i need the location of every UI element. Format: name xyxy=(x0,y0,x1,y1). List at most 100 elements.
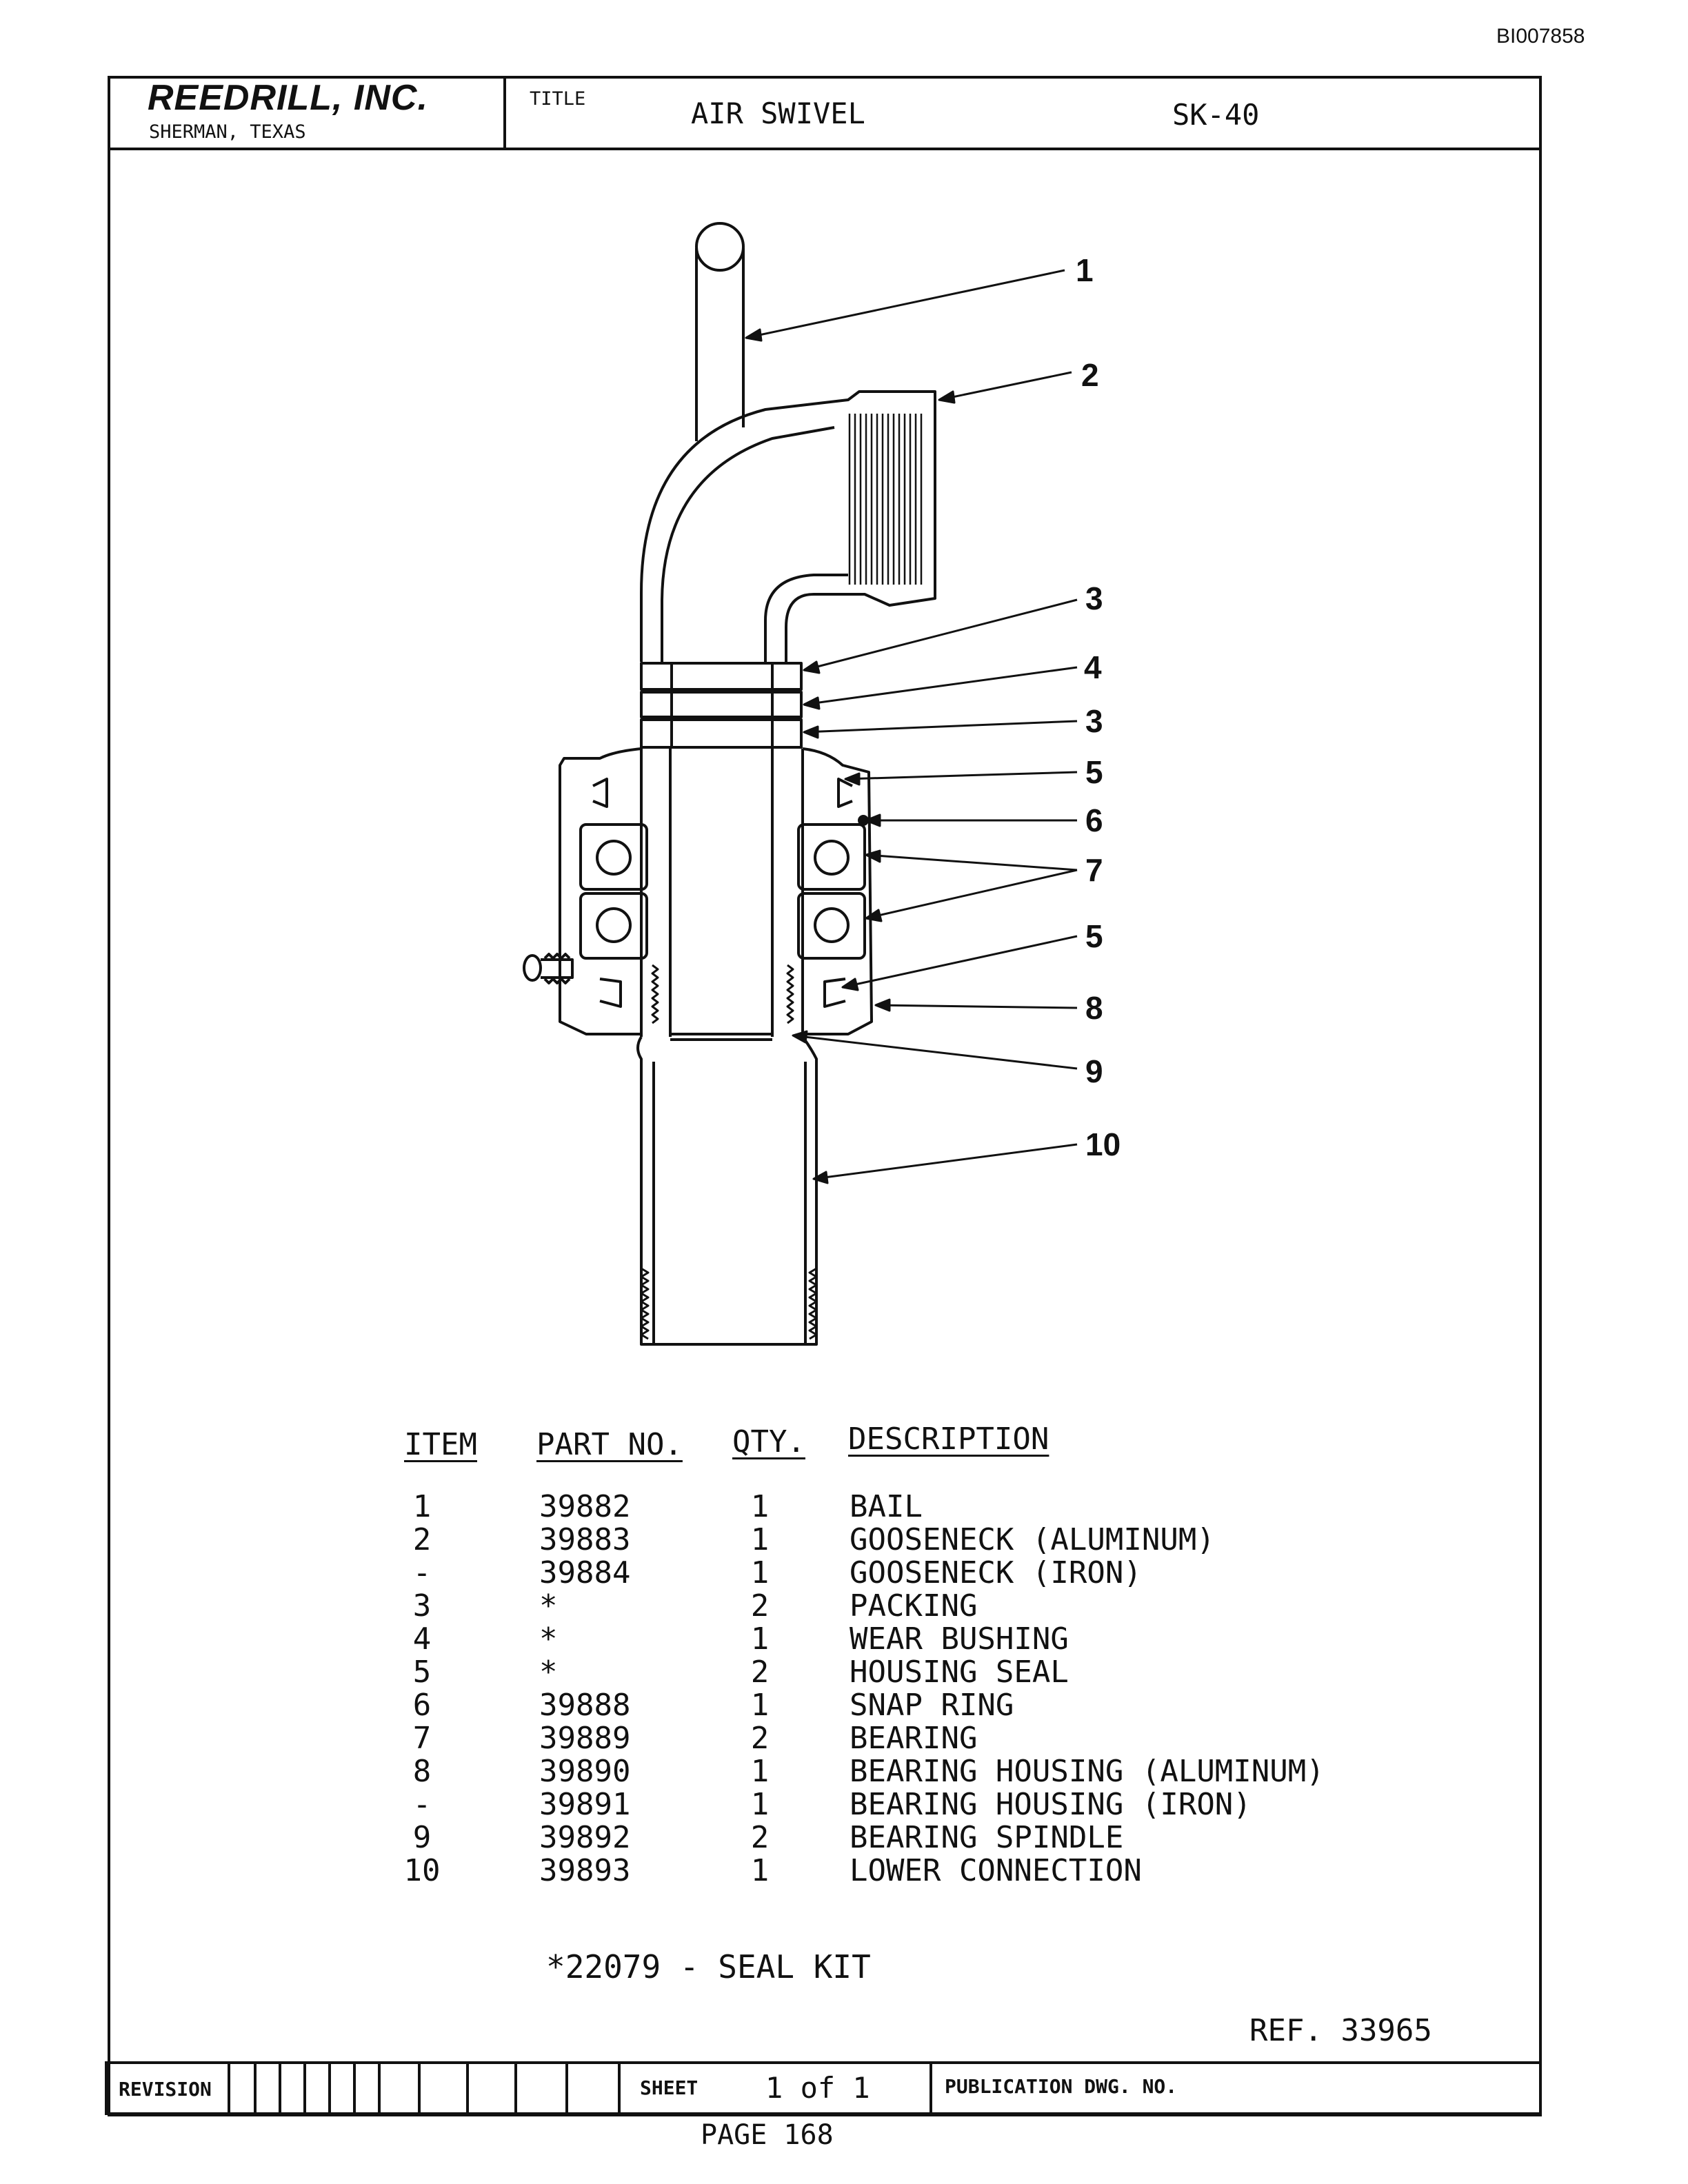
callout-6: 6 xyxy=(1085,802,1103,838)
cell-qty: 2 xyxy=(750,1721,770,1756)
revision-cell-divider xyxy=(565,2061,568,2115)
col-header-item: ITEM xyxy=(404,1427,477,1462)
cell-description: GOOSENECK (IRON) xyxy=(850,1555,1142,1590)
callout-4: 4 xyxy=(1084,649,1102,685)
cell-part-no: 39889 xyxy=(539,1721,631,1756)
cell-part-no: * xyxy=(539,1655,558,1690)
bearing-housing xyxy=(559,747,873,1035)
cell-description: LOWER CONNECTION xyxy=(850,1853,1142,1888)
cell-part-no: 39893 xyxy=(539,1853,631,1888)
cell-description: BEARING HOUSING (IRON) xyxy=(850,1787,1252,1822)
cell-qty: 1 xyxy=(750,1853,770,1888)
cell-item: 2 xyxy=(412,1522,432,1557)
callout-3a: 3 xyxy=(1085,580,1103,616)
cell-qty: 2 xyxy=(750,1655,770,1690)
revision-cell-divider xyxy=(378,2061,381,2115)
callout-1: 1 xyxy=(1076,252,1094,288)
callout-3b: 3 xyxy=(1085,703,1103,739)
cell-description: PACKING xyxy=(850,1588,978,1624)
revision-cell-divider xyxy=(228,2061,230,2115)
callout-8: 8 xyxy=(1085,990,1103,1026)
col-header-description: DESCRIPTION xyxy=(848,1422,1049,1457)
cell-qty: 1 xyxy=(750,1688,770,1723)
cell-description: SNAP RING xyxy=(850,1688,1014,1723)
callout-9: 9 xyxy=(1085,1053,1103,1089)
revision-cell-divider xyxy=(303,2061,306,2115)
lower-connection xyxy=(636,1035,818,1346)
cell-item: 10 xyxy=(403,1853,441,1888)
cell-part-no: 39892 xyxy=(539,1820,631,1855)
cell-part-no: 39883 xyxy=(539,1522,631,1557)
gooseneck xyxy=(640,390,936,662)
cell-item: 7 xyxy=(412,1721,432,1756)
bearing-spindle xyxy=(640,749,804,1041)
revision-strip xyxy=(105,2061,1542,2115)
publication-dwg-label: PUBLICATION DWG. NO. xyxy=(945,2075,1178,2098)
cell-part-no: 39890 xyxy=(539,1754,631,1789)
revision-cell-divider xyxy=(618,2061,621,2115)
grease-fitting xyxy=(523,953,574,984)
cell-qty: 1 xyxy=(750,1621,770,1657)
cell-qty: 1 xyxy=(750,1555,770,1590)
revision-cell-divider xyxy=(418,2061,421,2115)
cell-item: 8 xyxy=(412,1754,432,1789)
cell-description: BEARING HOUSING (ALUMINUM) xyxy=(850,1754,1325,1789)
leader-lines xyxy=(745,269,1078,1184)
cell-part-no: 39891 xyxy=(539,1787,631,1822)
cell-item: 1 xyxy=(412,1489,432,1524)
cell-part-no: 39884 xyxy=(539,1555,631,1590)
cell-qty: 1 xyxy=(750,1754,770,1789)
sheet-value: 1 of 1 xyxy=(765,2071,870,2105)
cell-description: BEARING xyxy=(850,1721,978,1756)
revision-cell-divider xyxy=(328,2061,331,2115)
page-number: PAGE 168 xyxy=(701,2119,834,2151)
col-header-part-no: PART NO. xyxy=(536,1427,683,1462)
revision-label: REVISION xyxy=(119,2078,212,2101)
cell-description: GOOSENECK (ALUMINUM) xyxy=(850,1522,1215,1557)
cell-description: HOUSING SEAL xyxy=(850,1655,1069,1690)
revision-cell-divider xyxy=(353,2061,356,2115)
cell-item: 6 xyxy=(412,1688,432,1723)
cell-item: - xyxy=(412,1555,432,1590)
title-label: TITLE xyxy=(530,88,586,110)
cell-qty: 1 xyxy=(750,1489,770,1524)
callout-7: 7 xyxy=(1085,852,1103,888)
sheet-label: SHEET xyxy=(640,2076,699,2099)
cell-part-no: * xyxy=(539,1621,558,1657)
cell-description: BEARING SPINDLE xyxy=(850,1820,1124,1855)
reference-number: REF. 33965 xyxy=(1249,2013,1432,2048)
drawing-frame xyxy=(108,76,1542,2116)
cell-item: 5 xyxy=(412,1655,432,1690)
col-header-qty: QTY. xyxy=(732,1424,805,1459)
cell-qty: 1 xyxy=(750,1522,770,1557)
company-name: REEDRILL, INC. xyxy=(148,78,428,118)
model-number: SK-40 xyxy=(1172,98,1260,132)
bail xyxy=(695,222,745,441)
cell-qty: 1 xyxy=(750,1787,770,1822)
cell-description: BAIL xyxy=(850,1489,923,1524)
callout-2: 2 xyxy=(1081,357,1099,393)
air-swivel-drawing: 1 2 3 4 3 5 6 7 5 8 9 10 xyxy=(523,222,1121,1346)
title-block xyxy=(108,76,1542,150)
callout-5b: 5 xyxy=(1085,918,1103,954)
callout-5a: 5 xyxy=(1085,754,1103,790)
cell-qty: 2 xyxy=(750,1588,770,1624)
callout-10: 10 xyxy=(1085,1126,1121,1162)
sheet-cell-divider xyxy=(930,2061,932,2115)
cell-part-no: * xyxy=(539,1588,558,1624)
revision-cell-divider xyxy=(279,2061,281,2115)
cell-item: 9 xyxy=(412,1820,432,1855)
cell-part-no: 39882 xyxy=(539,1489,631,1524)
drawing-title: AIR SWIVEL xyxy=(691,97,865,130)
company-city: SHERMAN, TEXAS xyxy=(149,121,306,143)
cell-item: 4 xyxy=(412,1621,432,1657)
revision-cell-divider xyxy=(466,2061,469,2115)
cell-qty: 2 xyxy=(750,1820,770,1855)
revision-cell-divider xyxy=(254,2061,257,2115)
title-block-divider xyxy=(503,76,506,150)
cell-description: WEAR BUSHING xyxy=(850,1621,1069,1657)
packing-and-bushing xyxy=(640,662,803,749)
cell-part-no: 39888 xyxy=(539,1688,631,1723)
revision-cell-divider xyxy=(514,2061,517,2115)
cell-item: - xyxy=(412,1787,432,1822)
